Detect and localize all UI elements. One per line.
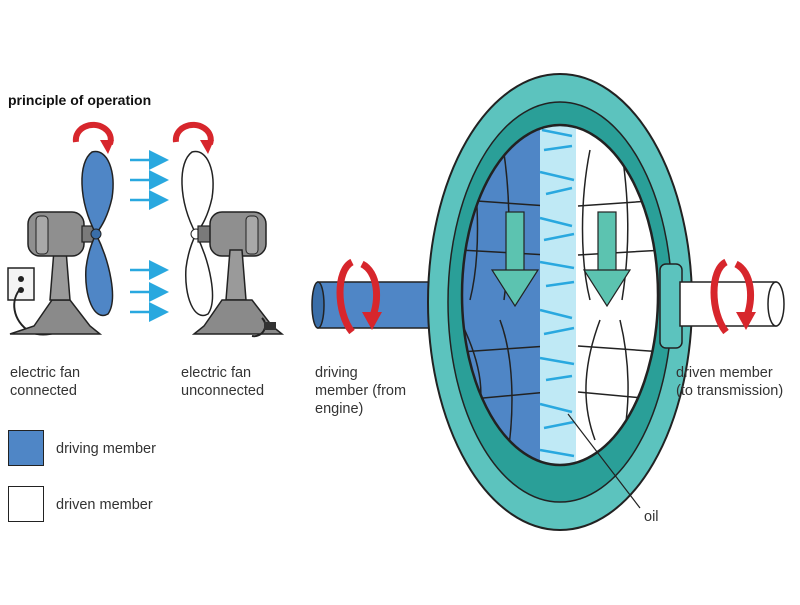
legend-swatch-driven — [8, 486, 44, 522]
fan-unconnected-label: electric fan unconnected — [181, 365, 265, 399]
rotation-arrow-icon — [72, 121, 114, 154]
oil-flow-arrow-icon — [582, 211, 632, 308]
oil-flow-arrow-icon — [490, 211, 540, 308]
rotation-arrow-icon — [710, 258, 756, 335]
fan-connected-label: electric fan connected — [10, 365, 81, 399]
oil-leader-line — [567, 413, 641, 509]
fan-connected — [7, 121, 114, 336]
air-flow-arrows — [130, 150, 169, 322]
wall-outlet-icon — [7, 267, 35, 301]
fan-unconnected — [172, 121, 285, 338]
driving-member-label: driving member (from engine) — [315, 365, 407, 417]
fan-blade-driving — [81, 150, 114, 317]
rotation-arrow-icon — [336, 258, 382, 335]
driven-shaft — [659, 263, 785, 349]
legend-label-driven: driven member — [56, 497, 153, 513]
driven-member-label: driven member (to transmission) — [676, 365, 784, 399]
fan-blade-driven — [181, 150, 214, 317]
legend-label-driving: driving member — [56, 441, 156, 457]
legend-swatch-driving — [8, 430, 44, 466]
diagram-heading: principle of operation — [8, 92, 152, 108]
rotor-internals — [462, 125, 658, 465]
rotation-arrow-icon — [172, 121, 214, 154]
oil-label: oil — [644, 509, 659, 525]
